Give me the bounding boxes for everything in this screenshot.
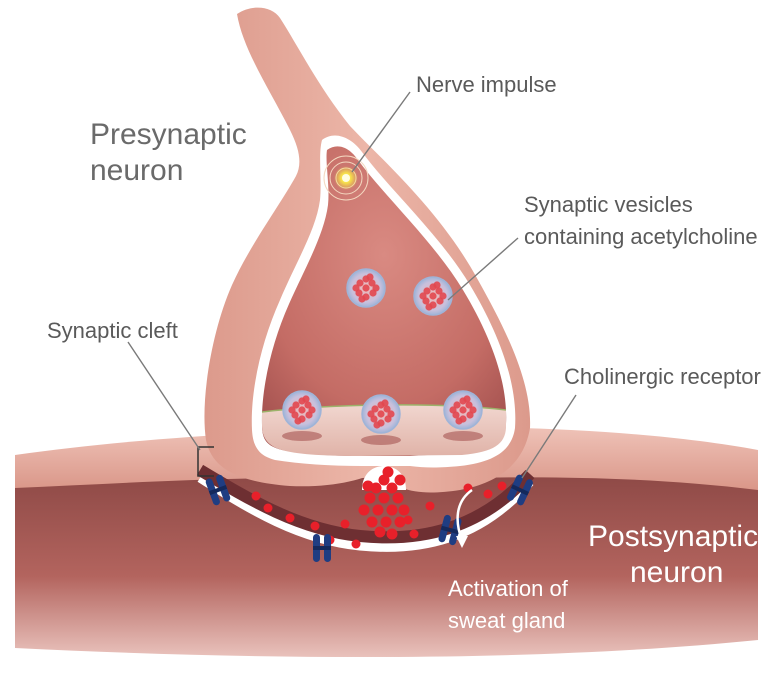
cleft-leader [128, 342, 200, 450]
presynaptic-label-line-1: Presynaptic [90, 118, 247, 151]
acetylcholine-molecule [311, 522, 320, 531]
acetylcholine-molecule [399, 505, 410, 516]
acetylcholine-molecule [393, 493, 404, 504]
acetylcholine-molecule [395, 517, 406, 528]
nerve-impulse-label: Nerve impulse [416, 72, 557, 97]
acetylcholine-molecule [373, 505, 384, 516]
vesicles-label-line-2: containing acetylcholine [524, 224, 758, 249]
acetylcholine-molecule [367, 517, 378, 528]
postsynaptic-label-line-2: neuron [630, 556, 723, 589]
acetylcholine-molecule [359, 505, 370, 516]
acetylcholine-molecule [484, 490, 493, 499]
acetylcholine-molecule [379, 493, 390, 504]
vesicle [443, 391, 483, 441]
vesicle [347, 269, 385, 307]
acetylcholine-molecule [286, 514, 295, 523]
acetylcholine-molecule [404, 516, 413, 525]
acetylcholine-molecule [387, 505, 398, 516]
acetylcholine-molecule [383, 467, 394, 478]
acetylcholine-molecule [352, 540, 361, 549]
vesicle [361, 395, 401, 445]
acetylcholine-molecule [498, 482, 507, 491]
receptor-label: Cholinergic receptor [564, 364, 761, 389]
acetylcholine-molecule [387, 483, 398, 494]
acetylcholine-molecule [365, 493, 376, 504]
acetylcholine-molecule [252, 492, 261, 501]
vesicle [282, 391, 322, 441]
acetylcholine-molecule [264, 504, 273, 513]
postsynaptic-label-line-1: Postsynaptic [588, 520, 758, 553]
acetylcholine-molecule [375, 527, 386, 538]
presynaptic-label-line-2: neuron [90, 154, 183, 187]
activation-label-line-1: Activation of [448, 576, 569, 601]
acetylcholine-molecule [410, 530, 419, 539]
activation-label-line-2: sweat gland [448, 608, 565, 633]
vesicle [414, 277, 452, 315]
acetylcholine-molecule [341, 520, 350, 529]
cleft-label: Synaptic cleft [47, 318, 178, 343]
vesicles-label-line-1: Synaptic vesicles [524, 192, 693, 217]
acetylcholine-molecule [381, 517, 392, 528]
acetylcholine-molecule [387, 529, 398, 540]
acetylcholine-molecule [395, 475, 406, 486]
acetylcholine-molecule [426, 502, 435, 511]
acetylcholine-molecule [363, 481, 374, 492]
